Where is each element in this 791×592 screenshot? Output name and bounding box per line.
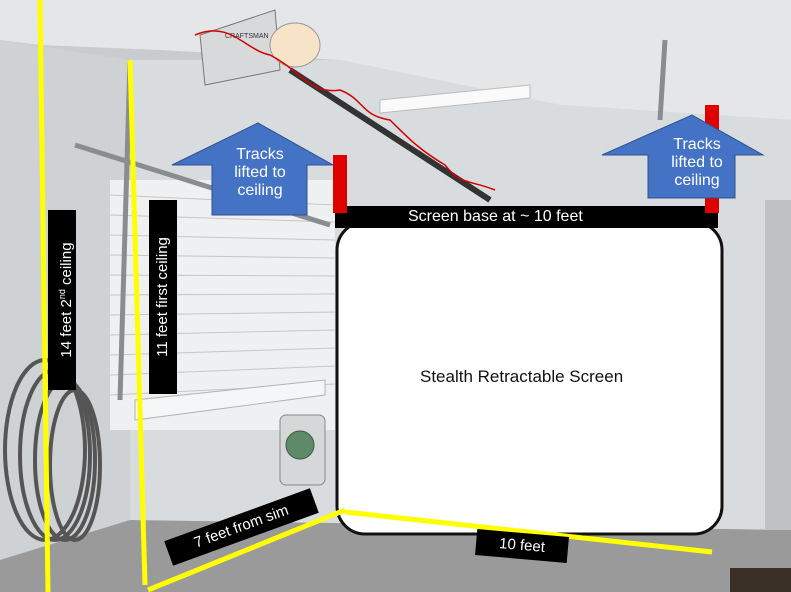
screen-base-label: Screen base at ~ 10 feet: [408, 208, 583, 225]
guide-11ft: [127, 59, 148, 586]
ceiling-light: [379, 84, 531, 114]
arrow-up-right: [601, 114, 765, 199]
tracks-left-line3: ceiling: [237, 182, 283, 199]
garage-opener: CRAFTSMAN: [199, 9, 321, 86]
tracks-right-line3: ceiling: [674, 172, 720, 189]
right-door-frame: [765, 200, 791, 530]
tracks-right-line1: Tracks: [673, 136, 721, 153]
height-14ft-sup: nd: [57, 289, 67, 300]
guide-10ft: [344, 509, 713, 555]
arrow-up-left: [171, 122, 335, 216]
height-14ft-suffix: ceiling: [58, 242, 75, 290]
slatwall-lines: [109, 194, 336, 396]
height-14ft-label: 14 feet 2nd ceiling: [48, 210, 76, 390]
svg-text:CRAFTSMAN: CRAFTSMAN: [225, 33, 269, 40]
opener-rail: [288, 67, 492, 203]
screen-base-bar: [335, 206, 718, 228]
wall-shelf: [134, 379, 326, 421]
height-14ft-prefix: 14 feet 2: [58, 299, 75, 358]
hose-reel: [279, 414, 326, 486]
tracks-label-left: Tracks lifted to ceiling: [218, 146, 302, 200]
red-marker-left: [333, 155, 347, 213]
power-cord: [194, 30, 496, 191]
tracks-left-line2: lifted to: [234, 164, 286, 181]
doormat: [730, 568, 791, 592]
ceiling: [0, 0, 791, 120]
guide-7ft: [147, 507, 346, 592]
tracks-right-line2: lifted to: [671, 154, 723, 171]
tracks-label-right: Tracks lifted to ceiling: [652, 136, 742, 190]
guide-lines: [37, 0, 713, 592]
height-11ft-label: 11 feet first ceiling: [149, 200, 177, 394]
guide-14ft: [37, 0, 51, 592]
tracks-left-line1: Tracks: [236, 146, 284, 163]
screen-center-label: Stealth Retractable Screen: [420, 367, 624, 386]
